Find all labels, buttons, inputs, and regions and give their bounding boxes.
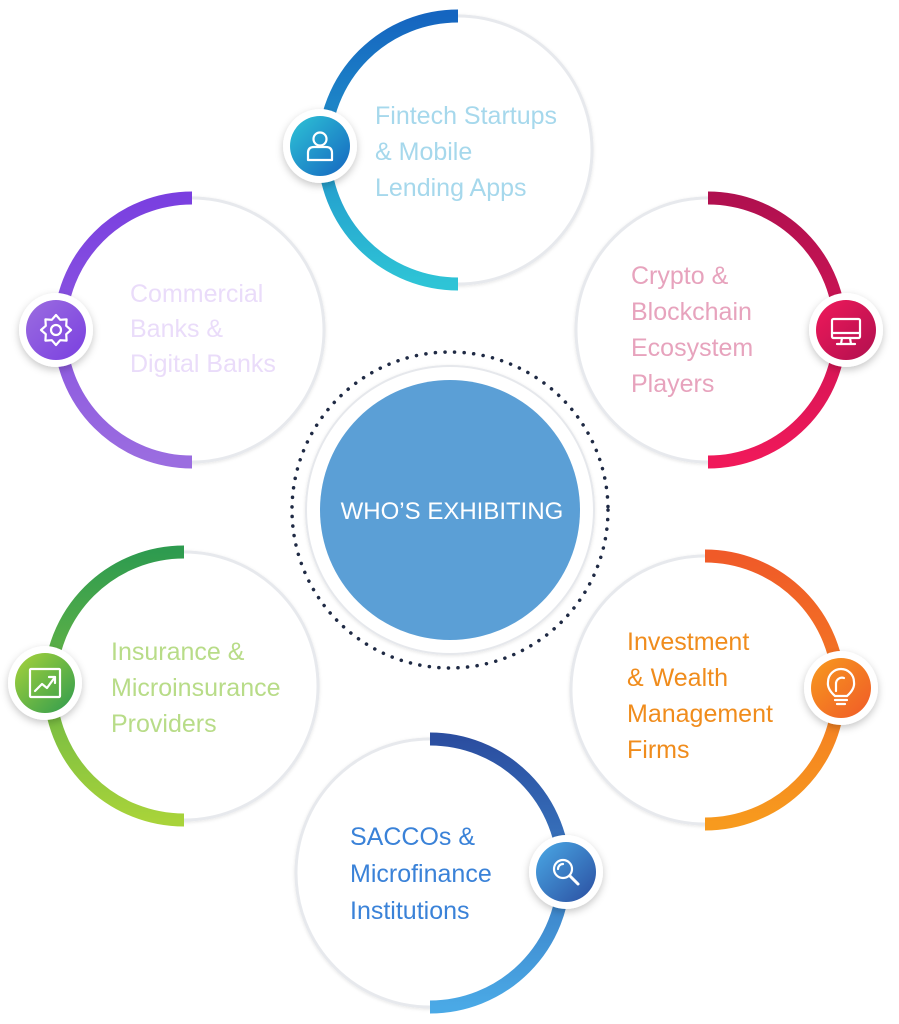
node-label-line: Microinsurance: [111, 674, 281, 702]
node-label-line: Firms: [627, 736, 689, 764]
center-disc: [320, 380, 580, 640]
monitor-icon: [830, 317, 862, 346]
node-label-line: Insurance &: [111, 638, 245, 666]
node-label-line: Management: [627, 700, 773, 728]
center-title: WHO’S EXHIBITING: [341, 498, 564, 525]
node-label-line: Commercial: [130, 280, 263, 308]
node-label-line: Digital Banks: [130, 350, 276, 378]
icon-badge: [15, 653, 75, 713]
user-icon: [306, 131, 334, 162]
node-label-line: & Mobile: [375, 138, 472, 166]
lightbulb-icon: [826, 667, 856, 706]
icon-badge: [536, 842, 596, 902]
icon-badge: [26, 300, 86, 360]
node-label-line: Banks &: [130, 315, 223, 343]
node-label-line: Institutions: [350, 897, 470, 925]
node-label-line: Providers: [111, 710, 217, 738]
gear-icon: [39, 313, 73, 347]
node-label-line: Players: [631, 370, 714, 398]
icon-badge: [811, 658, 871, 718]
center-dotted-ring: [290, 350, 610, 670]
node-label-line: Lending Apps: [375, 174, 527, 202]
node-label-line: Blockchain: [631, 298, 752, 326]
chart-icon: [28, 667, 62, 699]
node-label-line: Investment: [627, 628, 749, 656]
center-group: WHO’S EXHIBITING: [290, 350, 610, 670]
icon-badge: [816, 300, 876, 360]
node-label-line: Crypto &: [631, 262, 729, 290]
node-label-line: Microfinance: [350, 860, 492, 888]
node-label-line: SACCOs &: [350, 823, 475, 851]
node-label-line: & Wealth: [627, 664, 728, 692]
search-icon: [552, 858, 580, 886]
node-label-line: Ecosystem: [631, 334, 753, 362]
node-label-line: Fintech Startups: [375, 102, 557, 130]
